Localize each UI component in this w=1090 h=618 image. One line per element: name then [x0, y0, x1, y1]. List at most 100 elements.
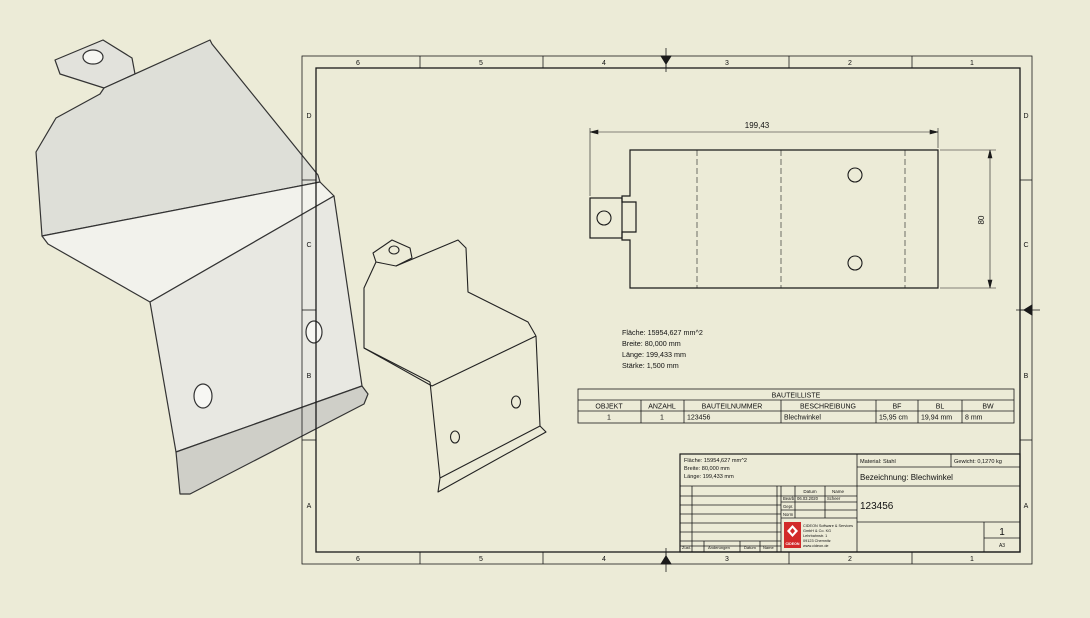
zone-bottom-3: 4: [602, 556, 606, 563]
flat-tab-hole: [596, 210, 612, 226]
tb-rev-datum: Datum: [744, 545, 756, 550]
zone-right-c: C: [1023, 242, 1028, 249]
small-flange: [437, 425, 547, 493]
bom-text-left: 123456 Blechwinkel 15,95 cm 19,94 mm 8 m…: [687, 415, 983, 422]
large-lower-flange: [175, 385, 369, 495]
tb-prop-length: Länge: 199,433 mm: [684, 474, 734, 480]
bom-header-objekt: OBJEKT: [595, 404, 623, 411]
bom-header-bauteilnummer: BAUTEILNUMMER: [702, 404, 763, 411]
zone-bottom-5: 2: [848, 556, 852, 563]
zone-labels: 6 5 4 3 2 1 6 5 4 3 2 1 D C B A D C B A: [306, 60, 1028, 563]
prop-width: Breite: 80,000 mm: [622, 339, 681, 348]
dim-height-label: 80: [977, 215, 986, 224]
dim-width: [589, 128, 939, 196]
small-hole-2: [510, 395, 522, 409]
small-left-edge: [363, 261, 431, 383]
zone-right-d: D: [1023, 113, 1028, 120]
flat-hole-1: [847, 167, 863, 183]
small-hole-1: [449, 430, 461, 444]
tb-date-header: Datum: [803, 489, 817, 494]
small-back-wall: [395, 239, 537, 337]
large-tab-hole: [82, 49, 104, 65]
zone-top-2: 5: [479, 60, 483, 67]
iso-part-large: [35, 39, 369, 495]
bom-header-bl: BL: [936, 404, 945, 411]
dim-height: [940, 149, 996, 289]
tb-rev-name: Name: [763, 545, 774, 550]
zone-bottom-2: 5: [479, 556, 483, 563]
small-front: [429, 335, 541, 479]
bom-text: BAUTEILLISTE OBJEKT ANZAHL BAUTEILNUMMER…: [595, 393, 994, 422]
bom-cell-bf: 15,95 cm: [879, 415, 908, 422]
logo-text: CIDEON: [786, 542, 800, 546]
tb-sheet-number: 1: [999, 527, 1005, 538]
zone-bottom-4: 3: [725, 556, 729, 563]
drawing-frame: [301, 48, 1040, 572]
small-tab-hole: [388, 245, 400, 255]
properties-note: Fläche: 15954,627 mm^2 Breite: 80,000 mm…: [622, 328, 703, 370]
prop-thickness: Stärke: 1,500 mm: [622, 361, 679, 370]
zone-left-c: C: [306, 242, 311, 249]
flat-outline: [621, 149, 939, 289]
small-ledge: [363, 335, 537, 387]
zone-ticks: [302, 56, 1032, 564]
tb-name-header: Name: [832, 489, 845, 494]
prop-length: Länge: 199,433 mm: [622, 350, 686, 359]
zone-right-b: B: [1024, 373, 1029, 380]
prop-area: Fläche: 15954,627 mm^2: [622, 328, 703, 337]
zone-left-d: D: [306, 113, 311, 120]
tb-row-bearb: Bearb.: [783, 496, 795, 501]
tb-company-1: CIDEON Software & Services: [803, 524, 853, 528]
bom-header-anzahl: ANZAHL: [648, 404, 676, 411]
bend-lines: [696, 150, 906, 288]
zone-right-a: A: [1024, 503, 1029, 510]
bom-cell-bauteilnummer: 123456: [687, 415, 710, 422]
cideon-logo: CIDEON: [784, 522, 801, 548]
tb-company-2: GmbH & Co. KG: [803, 529, 831, 533]
tb-weight: Gewicht: 0,1270 kg: [954, 459, 1002, 465]
bom-header-beschreibung: BESCHREIBUNG: [800, 404, 856, 411]
bom-cell-anzahl: 1: [660, 415, 664, 422]
large-hole-2: [305, 320, 323, 344]
tb-bearb-name: Scheer: [827, 496, 841, 501]
tb-sheet-size: A3: [999, 543, 1005, 549]
bom-header-bw: BW: [982, 404, 994, 411]
bom-title: BAUTEILLISTE: [772, 393, 821, 400]
tb-description: Bezeichnung: Blechwinkel: [860, 473, 953, 482]
tb-prop-area: Fläche: 15954,627 mm^2: [684, 458, 747, 464]
zone-top-6: 1: [970, 60, 974, 67]
zone-left-b: B: [307, 373, 312, 380]
tb-rev-zust: Zust.: [682, 545, 691, 550]
tb-company-3: Lehrbahnstr. 1: [803, 534, 827, 538]
tb-material: Material: Stahl: [860, 459, 896, 465]
zone-left-a: A: [307, 503, 312, 510]
dim-width-label: 199,43: [745, 121, 770, 130]
tb-row-gepr: Gepr.: [783, 504, 793, 509]
flat-pattern-view: [589, 128, 996, 289]
tb-rev-aenderungen: Änderungen: [708, 545, 730, 550]
iso-part-small: [363, 239, 547, 493]
bom-cell-beschreibung: Blechwinkel: [784, 415, 821, 422]
zone-top-5: 2: [848, 60, 852, 67]
zone-bottom-6: 1: [970, 556, 974, 563]
flat-hole-2: [847, 255, 863, 271]
tb-company-5: www.cideon.de: [803, 544, 829, 548]
tb-row-norm: Norm: [783, 512, 794, 517]
zone-top-4: 3: [725, 60, 729, 67]
bom-cell-bl: 19,94 mm: [921, 415, 952, 422]
bom-cell-bw: 8 mm: [965, 415, 983, 422]
zone-top-3: 4: [602, 60, 606, 67]
flat-tab: [589, 197, 623, 239]
zone-bottom-1: 6: [356, 556, 360, 563]
bom-cell-objekt: 1: [607, 415, 611, 422]
bom-header-bf: BF: [893, 404, 902, 411]
title-block: [679, 453, 1021, 553]
tb-company-4: 09123 Chemnitz: [803, 539, 831, 543]
large-hole-1: [193, 383, 213, 409]
tb-prop-width: Breite: 80,000 mm: [684, 466, 730, 472]
zone-top-1: 6: [356, 60, 360, 67]
tb-part-number: 123456: [860, 501, 894, 512]
bom-table: [577, 388, 1015, 424]
tb-bearb-date: 06.03.2020: [797, 496, 819, 501]
